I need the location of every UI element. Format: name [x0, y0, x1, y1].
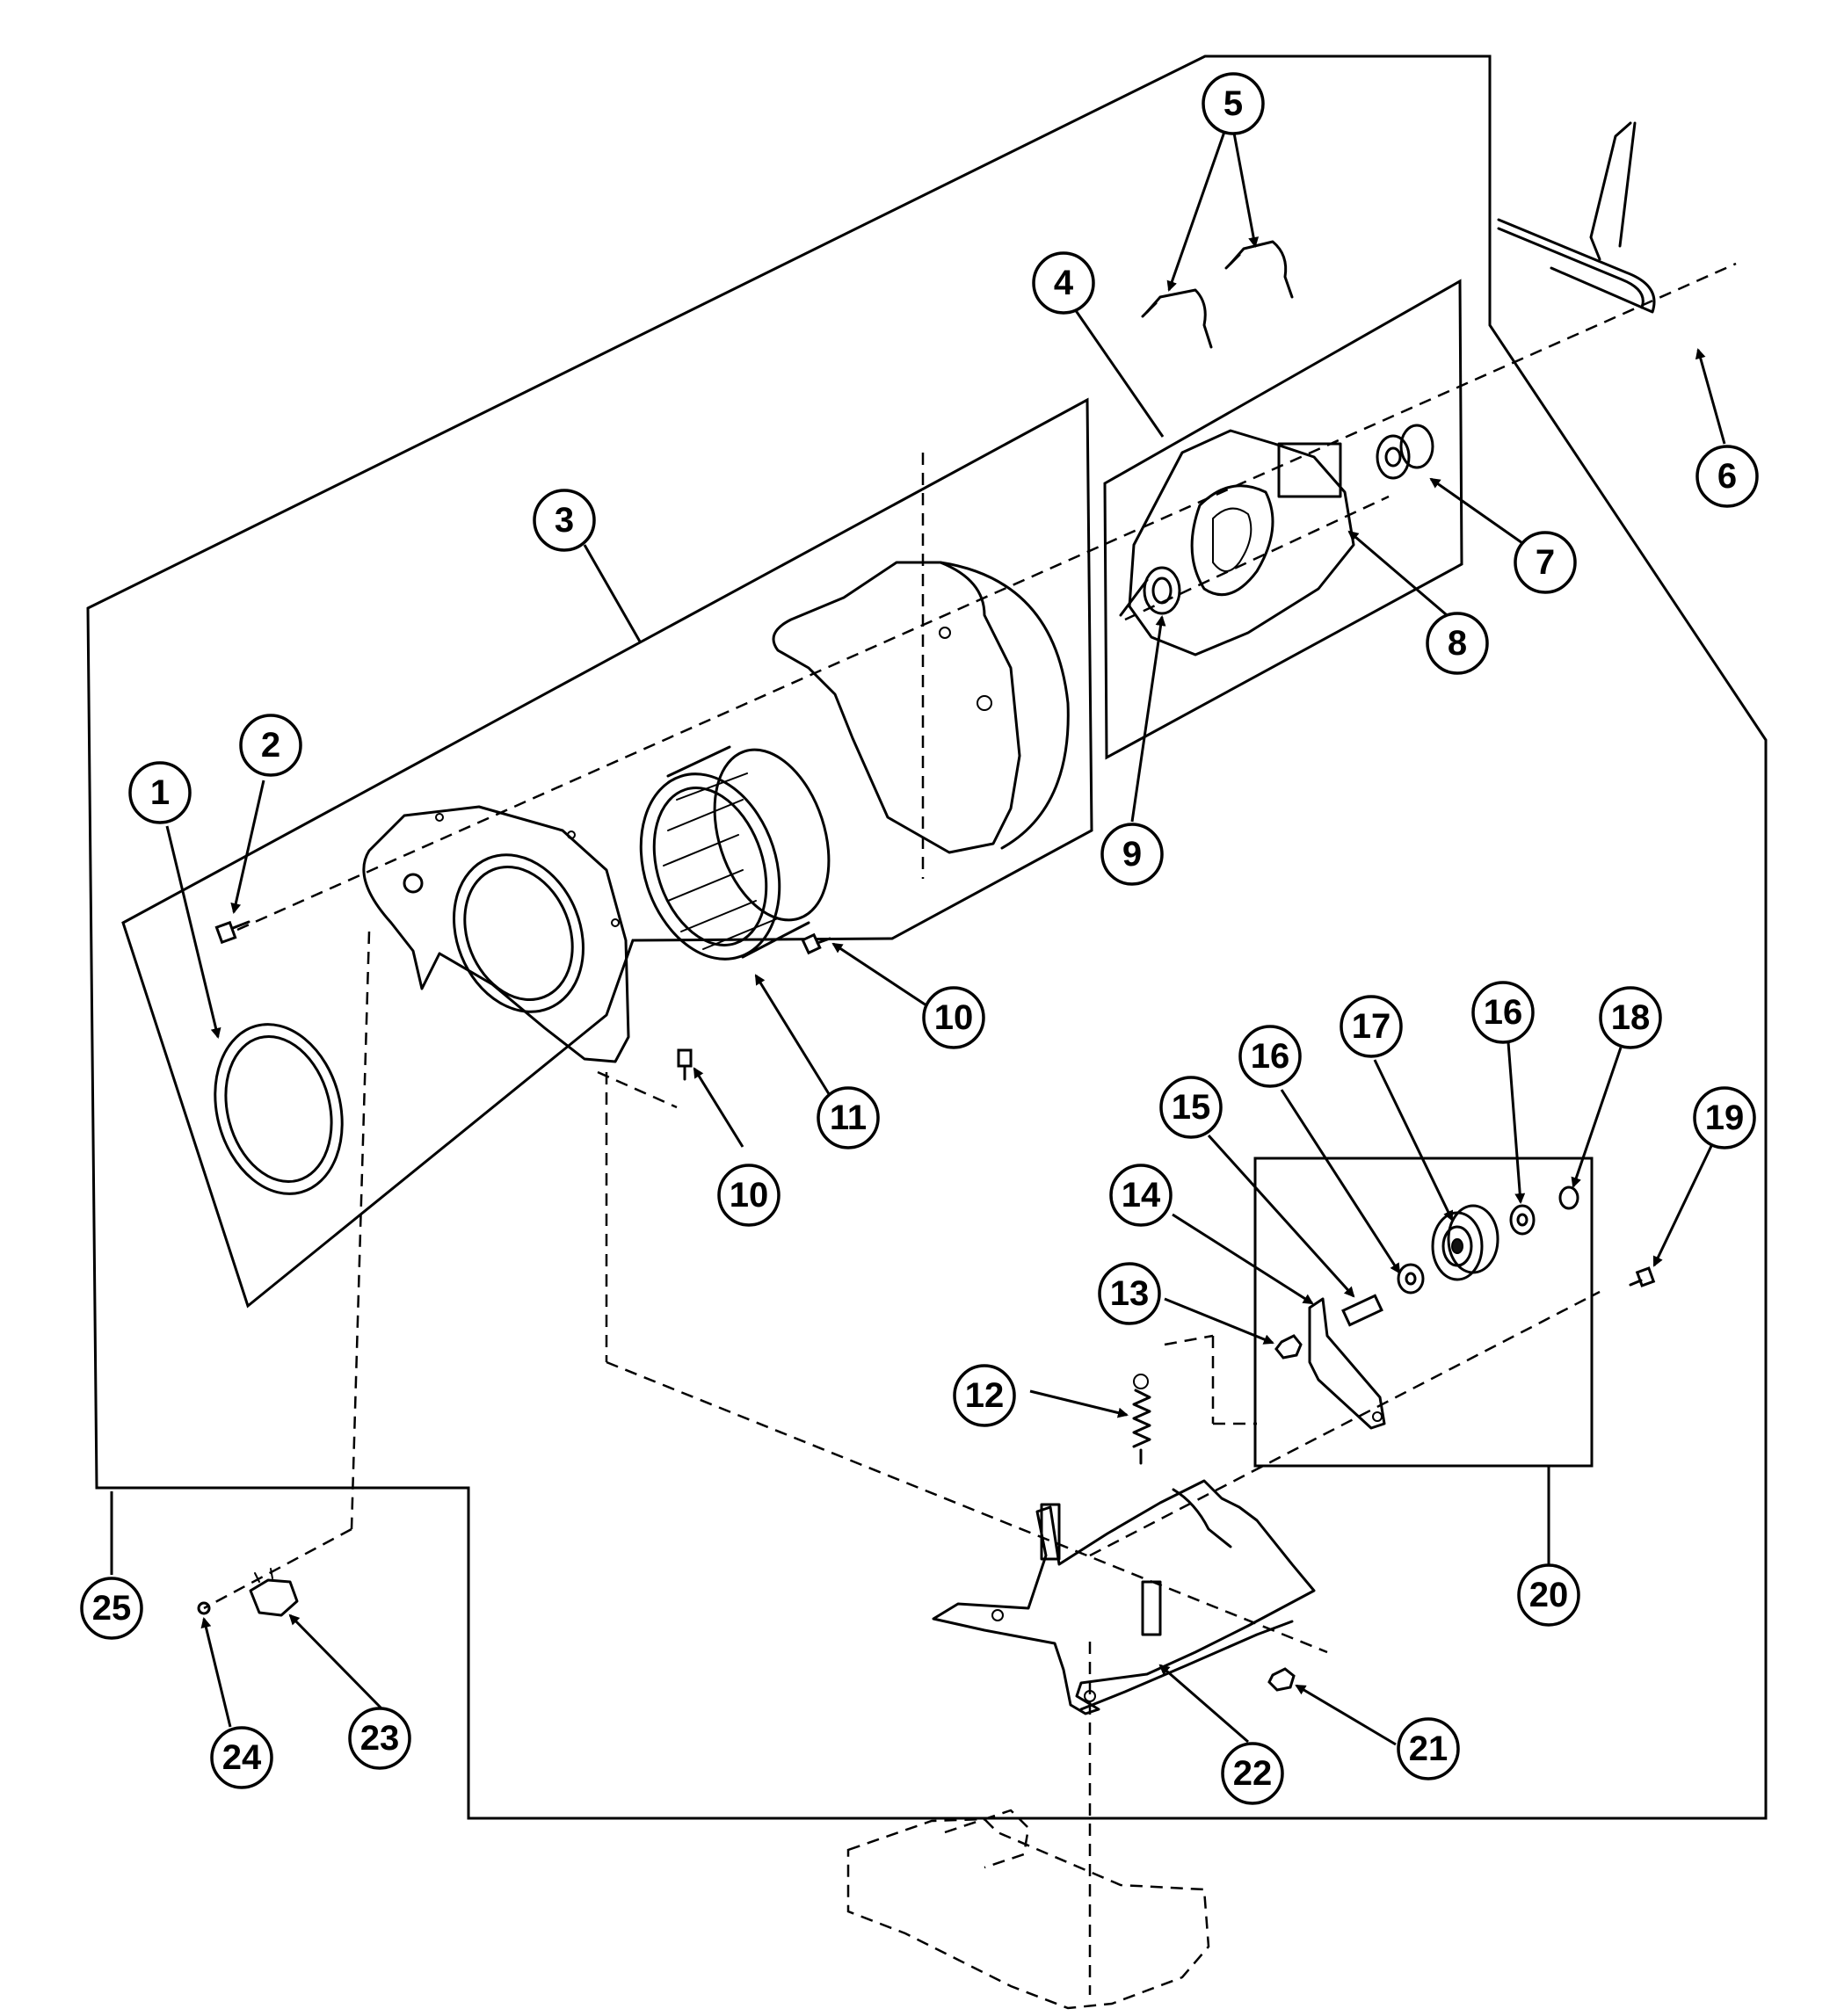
screw-part-10-upper [801, 932, 831, 955]
callout-19: 19 [1693, 1086, 1756, 1149]
cabinet-base-ghost [846, 1809, 1210, 2010]
svg-text:15: 15 [1172, 1088, 1211, 1127]
callout-2: 2 [239, 714, 302, 777]
blower-cover-plate-part [362, 805, 630, 1063]
callout-17: 17 [1340, 995, 1403, 1058]
svg-text:5: 5 [1223, 84, 1243, 123]
motor-part [1119, 429, 1355, 656]
leader-lines [110, 113, 1726, 1746]
svg-text:10: 10 [730, 1176, 769, 1215]
screw-part-2 [214, 920, 250, 945]
svg-text:17: 17 [1352, 1007, 1391, 1046]
callout-23: 23 [348, 1707, 411, 1770]
seal-ring-part [214, 1023, 344, 1195]
nut-part-13 [1274, 1334, 1303, 1360]
svg-text:11: 11 [830, 1099, 867, 1137]
svg-text:7: 7 [1536, 543, 1555, 582]
svg-text:9: 9 [1122, 835, 1142, 874]
motor-clamp-right [1224, 240, 1294, 299]
callout-20: 20 [1517, 1563, 1580, 1627]
callout-3: 3 [533, 489, 596, 552]
svg-text:10: 10 [934, 998, 974, 1037]
motor-clamp-left [1141, 288, 1213, 349]
motor-group-box [1103, 279, 1463, 760]
callout-8: 8 [1426, 612, 1489, 675]
blower-housing-group-box [121, 397, 1093, 1309]
svg-text:8: 8 [1448, 624, 1467, 663]
svg-text:16: 16 [1251, 1037, 1290, 1076]
svg-text:21: 21 [1409, 1730, 1449, 1768]
washer-part-16-right [1509, 1204, 1536, 1236]
callout-6: 6 [1695, 445, 1759, 508]
blower-housing-shell-part [772, 561, 1070, 854]
svg-text:25: 25 [92, 1589, 132, 1628]
drive-belt-part [1497, 121, 1656, 314]
callout-1: 1 [128, 761, 192, 824]
retaining-clip-part [1558, 1186, 1579, 1210]
svg-text:2: 2 [261, 726, 280, 765]
svg-text:1: 1 [150, 773, 170, 812]
svg-text:23: 23 [360, 1719, 400, 1758]
callout-24: 24 [210, 1726, 273, 1789]
svg-text:16: 16 [1484, 993, 1523, 1032]
callout-7: 7 [1514, 531, 1577, 594]
washer-part-16-left [1397, 1263, 1425, 1294]
idler-arm-part [1308, 1297, 1386, 1430]
svg-text:14: 14 [1122, 1176, 1161, 1215]
assembly-outline [86, 54, 1768, 1820]
callout-5: 5 [1202, 72, 1265, 135]
callout-10-upper: 10 [922, 986, 985, 1049]
bolt-part-19 [1629, 1266, 1656, 1287]
svg-text:20: 20 [1529, 1576, 1569, 1614]
callout-14: 14 [1109, 1164, 1173, 1227]
callout-4: 4 [1032, 251, 1095, 315]
idler-pulley-part [1431, 1204, 1499, 1281]
callout-16-right: 16 [1471, 981, 1535, 1044]
svg-text:3: 3 [555, 501, 574, 540]
assembly-axis-lines [203, 262, 1737, 1995]
callout-18: 18 [1599, 986, 1662, 1049]
svg-text:18: 18 [1611, 998, 1651, 1037]
svg-text:13: 13 [1110, 1274, 1150, 1313]
svg-text:12: 12 [965, 1376, 1005, 1415]
spring-part [1132, 1374, 1151, 1465]
motor-pulley-part [1376, 424, 1434, 480]
callout-13: 13 [1098, 1262, 1161, 1325]
motor-base-part [932, 1479, 1316, 1715]
callout-22: 22 [1221, 1742, 1284, 1805]
svg-text:19: 19 [1705, 1099, 1745, 1137]
thermostat-part [249, 1568, 299, 1617]
callout-9: 9 [1100, 823, 1164, 886]
callout-21: 21 [1397, 1717, 1460, 1780]
svg-text:4: 4 [1054, 264, 1074, 302]
callout-12: 12 [953, 1364, 1016, 1427]
blower-wheel-part [639, 745, 831, 961]
svg-text:24: 24 [222, 1738, 262, 1777]
callout-10-lower: 10 [717, 1164, 781, 1227]
screw-part-10-lower [677, 1048, 693, 1081]
svg-text:22: 22 [1233, 1754, 1273, 1793]
idler-group-box [1253, 1157, 1594, 1468]
nut-part-21 [1267, 1667, 1296, 1692]
callout-15: 15 [1159, 1076, 1223, 1139]
callout-16-left: 16 [1238, 1025, 1302, 1088]
svg-text:6: 6 [1717, 457, 1737, 496]
callout-25: 25 [80, 1577, 143, 1640]
idler-shaft-part [1341, 1294, 1383, 1327]
callout-11: 11 [817, 1086, 880, 1149]
screw-part-24 [197, 1601, 211, 1615]
